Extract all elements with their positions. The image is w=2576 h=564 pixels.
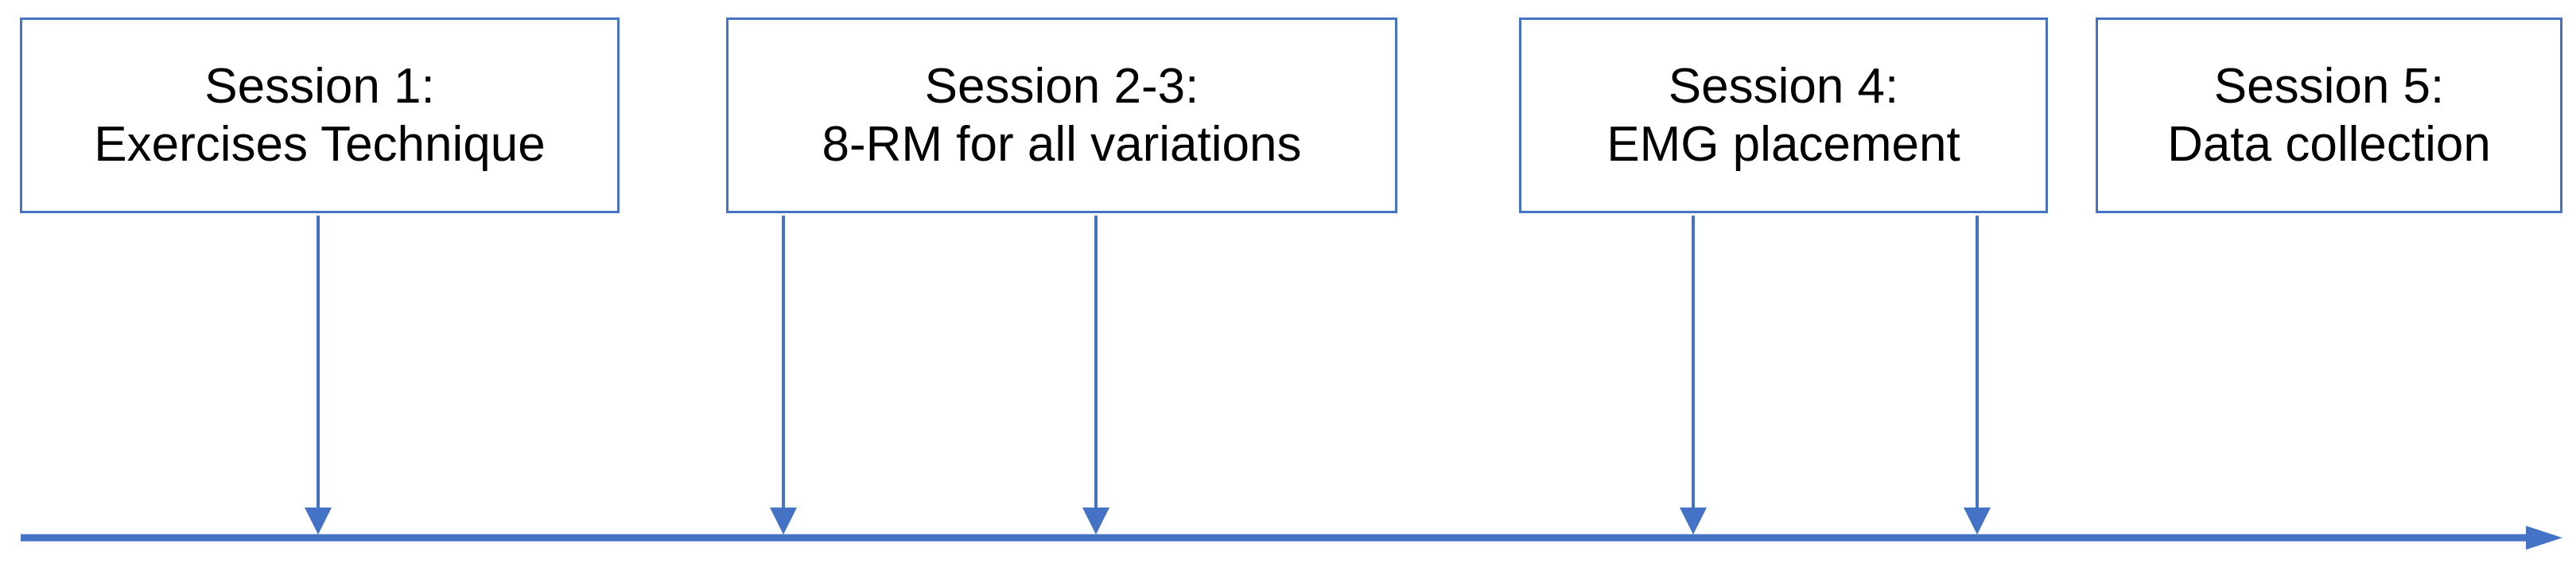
session-box-5-line2: Data collection: [2167, 117, 2491, 172]
session-box-4[interactable]: Session 4: EMG placement: [1519, 18, 2048, 213]
connector-arrowhead-3: [1082, 508, 1109, 535]
timeline-end-arrowhead: [2526, 526, 2562, 550]
session-box-1-line2: Exercises Technique: [94, 117, 546, 172]
session-box-2-3-line1: Session 2-3:: [924, 58, 1199, 114]
connector-arrowhead-2: [770, 508, 797, 535]
session-box-2-3[interactable]: Session 2-3: 8-RM for all variations: [726, 18, 1397, 213]
session-box-5-line1: Session 5:: [2213, 58, 2445, 114]
session-box-5[interactable]: Session 5: Data collection: [2096, 18, 2562, 213]
session-box-4-line1: Session 4:: [1668, 58, 1899, 114]
session-box-4-line2: EMG placement: [1607, 117, 1960, 172]
session-box-2-3-line2: 8-RM for all variations: [822, 117, 1302, 172]
connector-arrowhead-5: [1964, 508, 1991, 535]
connector-arrowhead-1: [305, 508, 332, 535]
session-box-1[interactable]: Session 1: Exercises Technique: [20, 18, 620, 213]
session-box-1-line1: Session 1:: [204, 58, 435, 114]
connector-arrowhead-4: [1680, 508, 1707, 535]
